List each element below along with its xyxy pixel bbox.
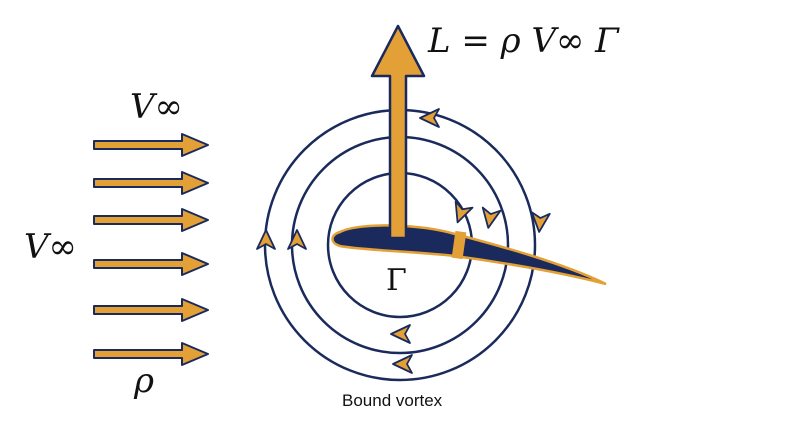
- freestream-velocity-left-label: V∞: [24, 227, 77, 267]
- airfoil-band: [451, 230, 467, 260]
- airfoil-shape: [331, 224, 607, 286]
- freestream-arrow-icon: [93, 171, 209, 195]
- freestream-arrow-icon: [93, 252, 209, 276]
- circulation-arrowhead-icon: [392, 354, 413, 374]
- freestream-arrow-icon: [93, 342, 209, 366]
- freestream-velocity-top-label: V∞: [130, 87, 183, 127]
- bound-vortex-caption: Bound vortex: [342, 391, 443, 410]
- circulation-label: Γ: [386, 263, 407, 298]
- freestream-arrows: [93, 133, 209, 366]
- circulation-arrowhead-icon: [256, 229, 276, 250]
- circulation-arrowhead-icon: [287, 229, 307, 250]
- freestream-arrow-icon: [93, 298, 209, 322]
- circulation-arrowhead-icon: [419, 108, 440, 128]
- freestream-arrow-icon: [93, 208, 209, 232]
- freestream-arrow-icon: [93, 133, 209, 157]
- circulation-arrowhead-icon: [481, 206, 502, 229]
- lift-arrow-icon: [370, 24, 426, 240]
- density-label: ρ: [133, 361, 154, 401]
- lift-equation: L = ρ V∞ Γ: [427, 21, 620, 61]
- circulation-arrowheads: [256, 108, 551, 374]
- circulation-arrowhead-icon: [530, 211, 551, 233]
- airfoil: [331, 224, 607, 286]
- lift-arrow: [370, 24, 426, 240]
- circulation-arrowhead-icon: [454, 200, 474, 224]
- circulation-arrowhead-icon: [390, 324, 411, 344]
